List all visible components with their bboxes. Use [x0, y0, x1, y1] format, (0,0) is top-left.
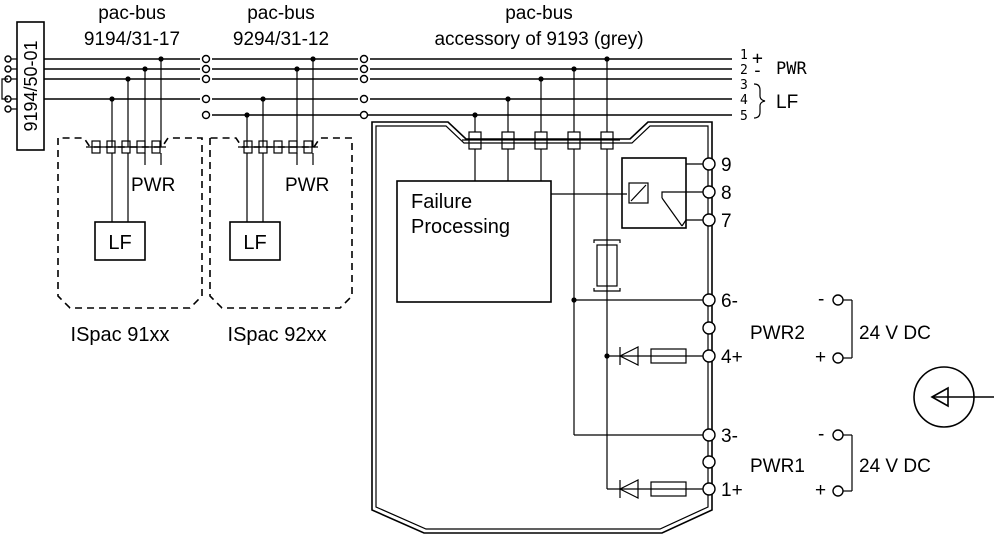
module2-outline [209, 137, 353, 309]
pwr2-minus: - [818, 289, 824, 310]
module1-lf-label: LF [108, 232, 131, 254]
end-module: 9194/50-01 [1, 21, 45, 151]
end-module-box [16, 21, 45, 151]
power-supply-module: Failure Processing [371, 56, 743, 534]
pwr2-label: PWR2 [750, 323, 805, 344]
pwr1-minus-terminal [832, 429, 844, 441]
terminal-label-1: 1+ [721, 480, 743, 501]
pwr1-plus-terminal [832, 485, 844, 497]
module2-lf-box [229, 221, 281, 261]
pwr1-voltage: 24 V DC [859, 456, 931, 477]
terminal-label-3: 3- [721, 426, 738, 447]
pwr1-plus: + [815, 480, 826, 501]
module2-lf-label: LF [243, 232, 266, 254]
jumper-bracket [1, 78, 8, 100]
diode-pwr2 [618, 346, 639, 366]
power-source-arrow-icon [930, 386, 949, 408]
terminal-label-6: 6- [721, 291, 738, 312]
bus3-part: accessory of 9193 (grey) [434, 29, 643, 50]
terminal-3 [702, 428, 716, 442]
module2-pwr-label: PWR [285, 175, 329, 196]
line-number-2: 2 [740, 63, 748, 78]
failure-label-line1: Failure [411, 191, 472, 213]
module1-caption: ISpac 91xx [71, 324, 170, 346]
lf-label: LF [776, 92, 798, 113]
pwr1-minus: - [818, 424, 824, 445]
terminal-7 [702, 213, 716, 227]
terminal-2 [702, 455, 716, 469]
external-supply-pwr2: PWR2 24 V DC - + [750, 289, 931, 368]
pwr2-plus-terminal [832, 352, 844, 364]
lf-brace [753, 83, 766, 119]
module-ispac-91xx: PWR LF ISpac 91xx [57, 56, 203, 346]
bus1-part: 9194/31-17 [84, 29, 180, 50]
external-supply-pwr1: PWR1 24 V DC - + [750, 424, 931, 501]
module2-caption: ISpac 92xx [228, 324, 327, 346]
power-source-symbol [913, 366, 994, 428]
terminal-6 [702, 293, 716, 307]
terminal-label-9: 9 [721, 155, 732, 176]
terminal-4 [702, 349, 716, 363]
minus-sign: - [752, 60, 763, 81]
bus1-title: pac-bus [98, 3, 166, 24]
failure-label-line2: Processing [411, 216, 510, 238]
terminal-label-7: 7 [721, 211, 732, 232]
line-number-4: 4 [740, 93, 748, 108]
module-ispac-92xx: PWR LF ISpac 92xx [209, 56, 353, 346]
module1-lf-box [94, 221, 146, 261]
bus2-part: 9294/31-12 [233, 29, 329, 50]
module1-pwr-label: PWR [131, 175, 175, 196]
pwr2-plus: + [815, 347, 826, 368]
pwr2-voltage: 24 V DC [859, 323, 931, 344]
plus-sign: + [752, 48, 763, 69]
pwr-label: PWR [776, 59, 807, 79]
module1-outline [57, 137, 203, 309]
relay-box [621, 157, 687, 229]
line-number-3: 3 [740, 78, 748, 93]
header-labels: pac-bus 9194/31-17 pac-bus 9294/31-12 pa… [84, 3, 644, 50]
pwr1-label: PWR1 [750, 456, 805, 477]
line-number-5: 5 [740, 109, 748, 124]
bus-lines: 1 2 3 4 5 + - PWR LF [44, 48, 807, 124]
terminal-label-8: 8 [721, 183, 732, 204]
terminal-8 [702, 185, 716, 199]
terminal-label-4: 4+ [721, 347, 743, 368]
line-number-1: 1 [740, 48, 748, 63]
supply-outline-inner [375, 125, 709, 530]
fuse-pwr1 [650, 481, 687, 497]
bus2-title: pac-bus [247, 3, 315, 24]
diode-pwr1 [618, 479, 639, 499]
failure-processing-box [396, 180, 552, 303]
terminal-5 [702, 321, 716, 335]
fuse-element [596, 244, 618, 287]
fuse-pwr2 [650, 348, 687, 364]
supply-outline-outer [371, 121, 713, 534]
terminal-1 [702, 482, 716, 496]
terminal-9 [702, 157, 716, 171]
bus3-title: pac-bus [505, 3, 573, 24]
end-module-label: 9194/50-01 [21, 40, 41, 131]
relay-contact-switch [661, 197, 683, 227]
relay-coil [628, 182, 649, 204]
pwr2-minus-terminal [832, 294, 844, 306]
